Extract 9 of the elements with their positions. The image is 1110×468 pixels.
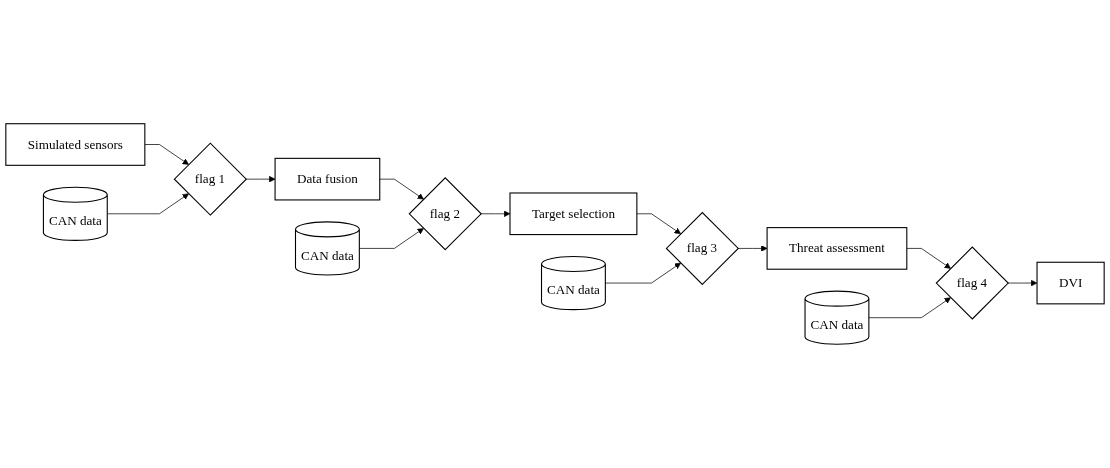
node-box: Target selection	[509, 192, 638, 236]
node-diamond: flag 2	[408, 177, 482, 251]
node-box: Threat assessment	[766, 227, 908, 270]
node-diamond: flag 1	[173, 142, 248, 216]
node-box: DVI	[1036, 261, 1105, 305]
node-diamond: flag 3	[665, 211, 740, 286]
node-box: Data fusion	[274, 157, 381, 201]
node-diamond: flag 4	[935, 246, 1009, 320]
node-box: Simulated sensors	[5, 123, 146, 166]
